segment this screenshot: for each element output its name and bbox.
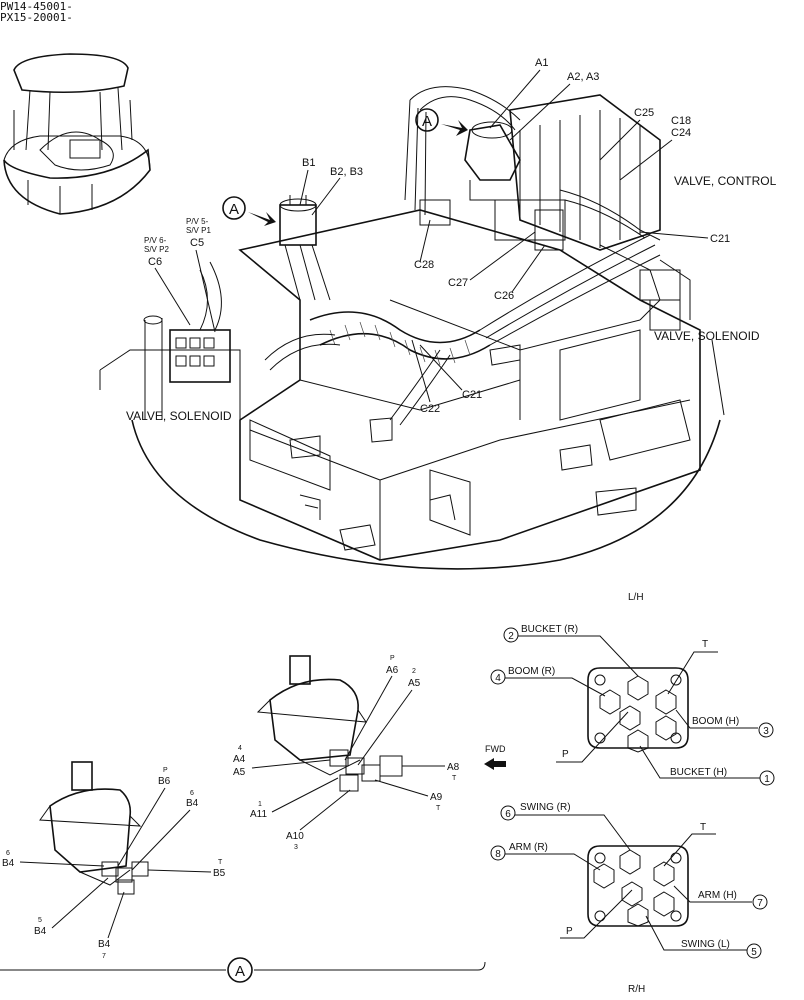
callout-label: A5 bbox=[233, 767, 246, 778]
rh-labels: 6 SWING (R) T 8 ARM (R) ARM (H) 7 P SWIN… bbox=[490, 802, 768, 959]
callout-label: T bbox=[702, 639, 708, 650]
label-pv6-line1: P/V 6- bbox=[144, 236, 167, 245]
callout-label: B4 bbox=[186, 798, 199, 809]
callout-label: A bbox=[229, 201, 239, 218]
callout-label: A bbox=[235, 963, 245, 980]
callout-label: 2 bbox=[508, 631, 514, 642]
machine-thumbnail bbox=[3, 53, 151, 215]
serial-2: PX15-20001- bbox=[0, 11, 73, 24]
right-valve-labels: P A6 2 A5 4 A4 A5 A8 T 1 A11 A9 T A10 3 bbox=[233, 655, 460, 851]
pilot-valve-b-detail bbox=[39, 761, 149, 895]
label-c21-b: C21 bbox=[462, 389, 482, 401]
callout-label: B5 bbox=[213, 868, 226, 879]
rh-port-diagram bbox=[587, 845, 689, 927]
callout-label: A10 bbox=[286, 831, 304, 842]
callout-label: 5 bbox=[38, 917, 42, 924]
callout-label: T bbox=[452, 775, 457, 782]
callout-label: A6 bbox=[386, 665, 399, 676]
callout-label: 3 bbox=[763, 726, 769, 737]
callout-label: B4 bbox=[34, 926, 47, 937]
callout-label: A9 bbox=[430, 792, 443, 803]
callout-label: 8 bbox=[495, 849, 501, 860]
joystick-b-upper bbox=[279, 195, 331, 301]
callout-label: BOOM (R) bbox=[508, 666, 555, 677]
callout-label: SWING (R) bbox=[520, 802, 571, 813]
callout-label: 4 bbox=[238, 745, 242, 752]
view-marker-a-left: A bbox=[222, 196, 276, 226]
callout-label: 2 bbox=[412, 668, 416, 675]
callout-label: T bbox=[218, 859, 223, 866]
label-pv6-line2: S/V P2 bbox=[144, 245, 169, 254]
callout-label: P bbox=[163, 767, 168, 774]
callout-label: P bbox=[566, 926, 573, 937]
callout-label: 4 bbox=[495, 673, 501, 684]
callout-label: A5 bbox=[408, 678, 421, 689]
lh-title: L/H bbox=[628, 592, 644, 603]
left-valve-labels: P B6 6 B4 6 B4 T B5 5 B4 B4 7 bbox=[2, 767, 226, 960]
label-c22: C22 bbox=[420, 403, 440, 415]
callout-label: SWING (L) bbox=[681, 939, 730, 950]
label-c26: C26 bbox=[494, 290, 514, 302]
callout-label: 1 bbox=[258, 801, 262, 808]
serial-1: PW14-45001- bbox=[0, 0, 73, 13]
detail-a-bracket: A bbox=[0, 957, 486, 983]
callout-label: A4 bbox=[233, 754, 246, 765]
callout-label: 5 bbox=[751, 947, 757, 958]
label-c21-a: C21 bbox=[710, 233, 730, 245]
label-c24: C24 bbox=[671, 127, 691, 139]
callout-label: 6 bbox=[6, 850, 10, 857]
control-valve-block bbox=[509, 94, 691, 331]
callout-label: P bbox=[390, 655, 395, 662]
lh-labels: 2 BUCKET (R) 4 BOOM (R) T BOOM (H) 3 P B… bbox=[490, 624, 775, 786]
callout-label: 6 bbox=[505, 809, 511, 820]
callout-label: B6 bbox=[158, 776, 171, 787]
callout-label: T bbox=[700, 822, 706, 833]
pilot-valve-a-detail bbox=[256, 655, 403, 792]
label-pv5-line2: S/V P1 bbox=[186, 226, 211, 235]
callout-label: BUCKET (H) bbox=[670, 767, 727, 778]
label-b2-b3: B2, B3 bbox=[330, 166, 363, 178]
callout-label: BUCKET (R) bbox=[521, 624, 578, 635]
label-valve-control: VALVE, CONTROL bbox=[674, 174, 777, 188]
callout-label: BOOM (H) bbox=[692, 716, 739, 727]
fwd-indicator: FWD bbox=[484, 744, 506, 770]
label-pv5-line1: P/V 5- bbox=[186, 217, 209, 226]
callout-label: P bbox=[562, 749, 569, 760]
label-a1: A1 bbox=[535, 57, 548, 69]
callout-label: 1 bbox=[764, 774, 770, 785]
label-c5: C5 bbox=[190, 237, 204, 249]
label-b1: B1 bbox=[302, 157, 315, 169]
label-c18: C18 bbox=[671, 115, 691, 127]
rh-title: R/H bbox=[628, 984, 645, 995]
callout-label: T bbox=[436, 805, 441, 812]
label-c6: C6 bbox=[148, 256, 162, 268]
solenoid-valve-left bbox=[169, 261, 231, 383]
callout-label: A11 bbox=[250, 809, 267, 820]
callout-label: 7 bbox=[757, 898, 763, 909]
callout-label: FWD bbox=[485, 744, 506, 754]
callout-label: B4 bbox=[2, 858, 15, 869]
callout-label: A bbox=[422, 113, 432, 130]
label-valve-solenoid-right: VALVE, SOLENOID bbox=[654, 329, 760, 343]
callout-label: 7 bbox=[102, 953, 106, 960]
callout-label: ARM (H) bbox=[698, 890, 737, 901]
lh-port-diagram bbox=[587, 667, 689, 753]
label-c27: C27 bbox=[448, 277, 468, 289]
label-c25: C25 bbox=[634, 107, 654, 119]
label-c28: C28 bbox=[414, 259, 434, 271]
callout-label: 3 bbox=[294, 844, 298, 851]
callout-label: A8 bbox=[447, 762, 460, 773]
callout-label: 6 bbox=[190, 790, 194, 797]
label-valve-solenoid-left: VALVE, SOLENOID bbox=[126, 409, 232, 423]
callout-label: ARM (R) bbox=[509, 842, 548, 853]
view-marker-a-right: A bbox=[415, 108, 468, 136]
callout-label: B4 bbox=[98, 939, 111, 950]
label-a2-a3: A2, A3 bbox=[567, 71, 599, 83]
main-assembly-drawing bbox=[99, 86, 725, 570]
